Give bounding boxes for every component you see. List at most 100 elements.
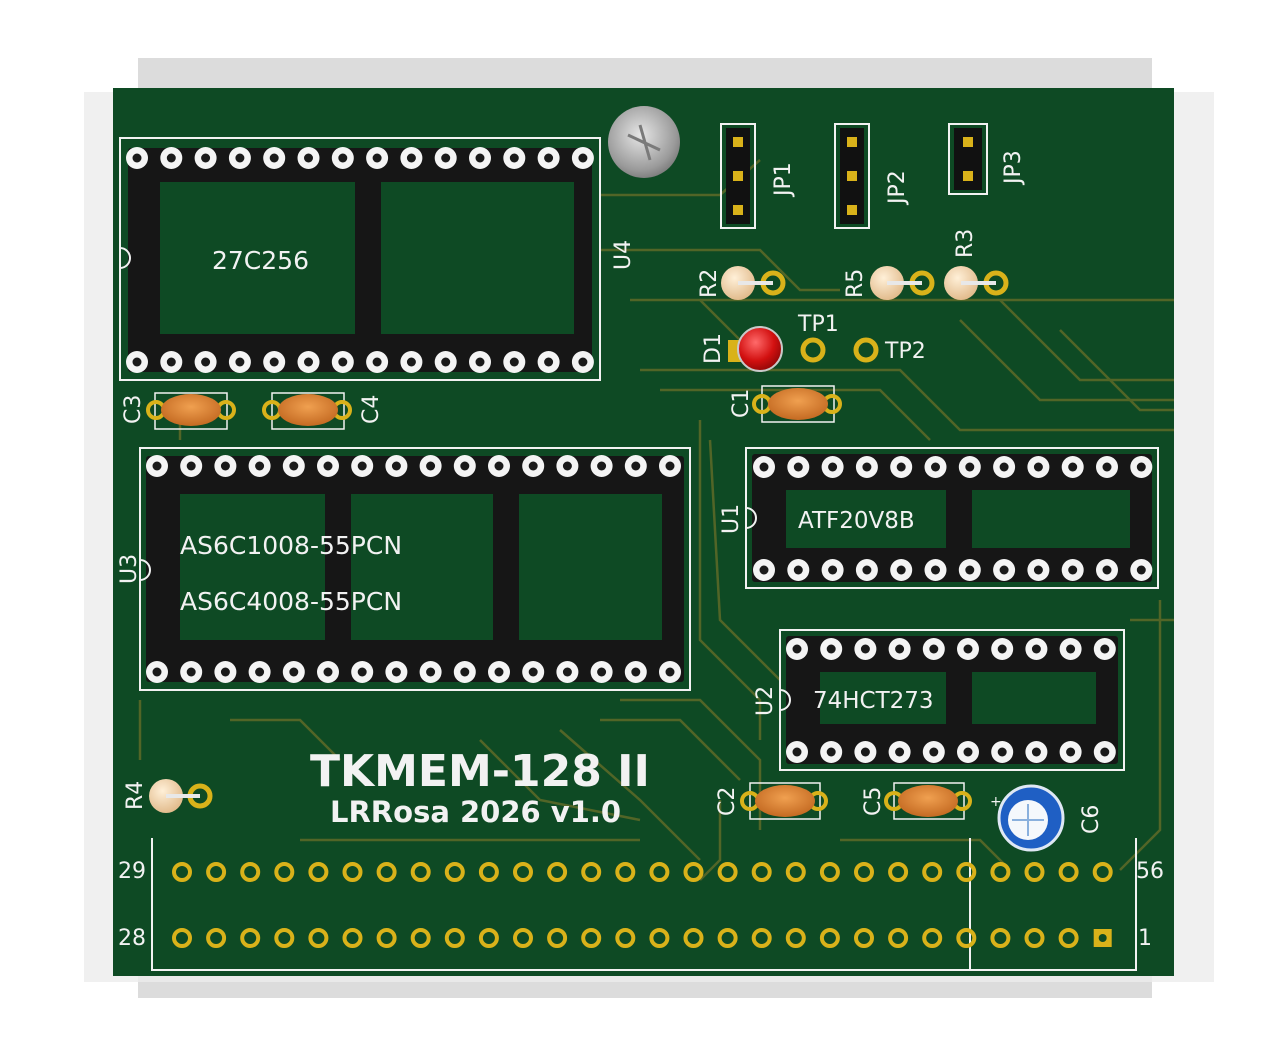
connector-pad	[478, 862, 499, 882]
socket-pin-hole	[338, 153, 348, 163]
socket-pin-hole	[426, 461, 436, 471]
socket-pin-hole	[1066, 644, 1076, 654]
socket-pin-hole	[460, 667, 470, 677]
socket-pin-hole	[166, 357, 176, 367]
socket-pin-hole	[931, 565, 940, 575]
socket-pin-hole	[1100, 747, 1110, 757]
socket-pin-hole	[997, 747, 1007, 757]
u3-ref-label: U3	[117, 554, 142, 584]
connector-pad	[172, 862, 192, 882]
connector-pad	[615, 862, 636, 882]
connector-pad	[683, 928, 704, 948]
socket-pin-hole	[828, 565, 838, 575]
socket-pin-hole	[1102, 565, 1112, 575]
socket-pin-hole	[289, 461, 299, 471]
socket-pin-hole	[132, 357, 142, 367]
socket-pin-hole	[896, 565, 906, 575]
connector-pad	[410, 928, 431, 948]
jumper-jp2[interactable]	[834, 123, 870, 229]
socket-pin-hole	[793, 565, 803, 575]
connector-label-1: 1	[1138, 926, 1152, 951]
jp1-label: JP1	[771, 162, 796, 198]
connector-pad	[751, 928, 772, 948]
capacitor-c3	[146, 392, 236, 430]
socket-pin-hole	[201, 153, 211, 163]
connector-pad	[513, 862, 533, 882]
mounting-screw	[608, 106, 680, 178]
capacitor-c6-electrolytic: +	[990, 784, 1065, 852]
socket-pin-hole	[631, 461, 641, 471]
edge-connector	[151, 838, 1137, 971]
socket-pin-hole	[186, 667, 196, 677]
socket-pin-hole	[759, 462, 769, 472]
connector-pad	[956, 928, 977, 948]
socket-pin-hole	[255, 667, 265, 677]
connector-pad	[1058, 862, 1079, 882]
connector-pad-hole	[1098, 934, 1107, 942]
socket-pin-hole	[597, 667, 607, 677]
connector-pad	[785, 862, 806, 882]
socket-pin-hole	[896, 462, 906, 472]
socket-pin-hole	[965, 565, 975, 575]
connector-pad	[274, 928, 295, 948]
connector-pad	[888, 928, 909, 948]
socket-pin-hole	[426, 667, 436, 677]
connector-top-pin-row	[172, 862, 1113, 882]
connector-pad	[1024, 928, 1045, 948]
connector-pad	[990, 928, 1011, 948]
u3-part-label-line1: AS6C1008-55PCN	[180, 531, 402, 560]
connector-pad	[444, 928, 465, 948]
connector-pad	[410, 862, 431, 882]
socket-pin-hole	[860, 747, 870, 757]
u3-bottom-pin-row	[146, 661, 681, 683]
socket-pin-hole	[220, 667, 230, 677]
socket-pin-hole	[406, 357, 416, 367]
connector-pad	[956, 862, 977, 882]
connector-pad	[240, 928, 261, 948]
u1-ref-label: U1	[719, 504, 744, 534]
socket-pin-hole	[372, 153, 382, 163]
socket-pin-hole	[132, 153, 142, 163]
connector-pad	[717, 928, 738, 948]
connector-pad	[683, 862, 704, 882]
connector-pad	[547, 928, 568, 948]
capacitor-c5	[884, 782, 972, 820]
connector-pad	[274, 862, 295, 882]
connector-pad	[478, 928, 499, 948]
socket-pin-hole	[862, 462, 872, 472]
socket-pin-hole	[759, 565, 769, 575]
c5-label: C5	[861, 787, 886, 816]
connector-pad	[854, 928, 874, 948]
board-title: TKMEM-128 II	[310, 746, 650, 797]
u3-part-label-line2: AS6C4008-55PCN	[180, 587, 402, 616]
socket-pin-hole	[597, 461, 607, 471]
led-d1	[728, 326, 783, 372]
socket-pin-hole	[304, 153, 313, 163]
socket-pin-hole	[578, 153, 588, 163]
connector-pad	[547, 862, 568, 882]
socket-pin-hole	[963, 644, 973, 654]
socket-pin-hole	[792, 747, 802, 757]
r5-label: R5	[843, 269, 868, 298]
u2-ref-label: U2	[753, 686, 778, 716]
socket-pin-hole	[1031, 644, 1041, 654]
socket-pin-hole	[826, 747, 836, 757]
jumper-jp3[interactable]	[948, 123, 988, 195]
connector-pad	[1092, 862, 1113, 882]
socket-pin-hole	[441, 153, 451, 163]
connector-pad	[717, 862, 738, 882]
u1-top-pin-row	[753, 456, 1153, 478]
socket-pin-hole	[304, 357, 313, 367]
connector-pad	[581, 928, 602, 948]
connector-pad	[854, 862, 874, 882]
jumper-jp1[interactable]	[720, 123, 756, 229]
connector-pad	[308, 862, 329, 882]
testpoint-tp2	[853, 337, 879, 363]
socket-pin-hole	[895, 644, 905, 654]
connector-label-28: 28	[118, 926, 146, 951]
socket-pin-hole	[929, 644, 939, 654]
resistor-r5	[870, 266, 935, 300]
socket-u2	[779, 629, 1125, 771]
socket-pin-hole	[562, 667, 572, 677]
socket-pin-hole	[152, 667, 162, 677]
